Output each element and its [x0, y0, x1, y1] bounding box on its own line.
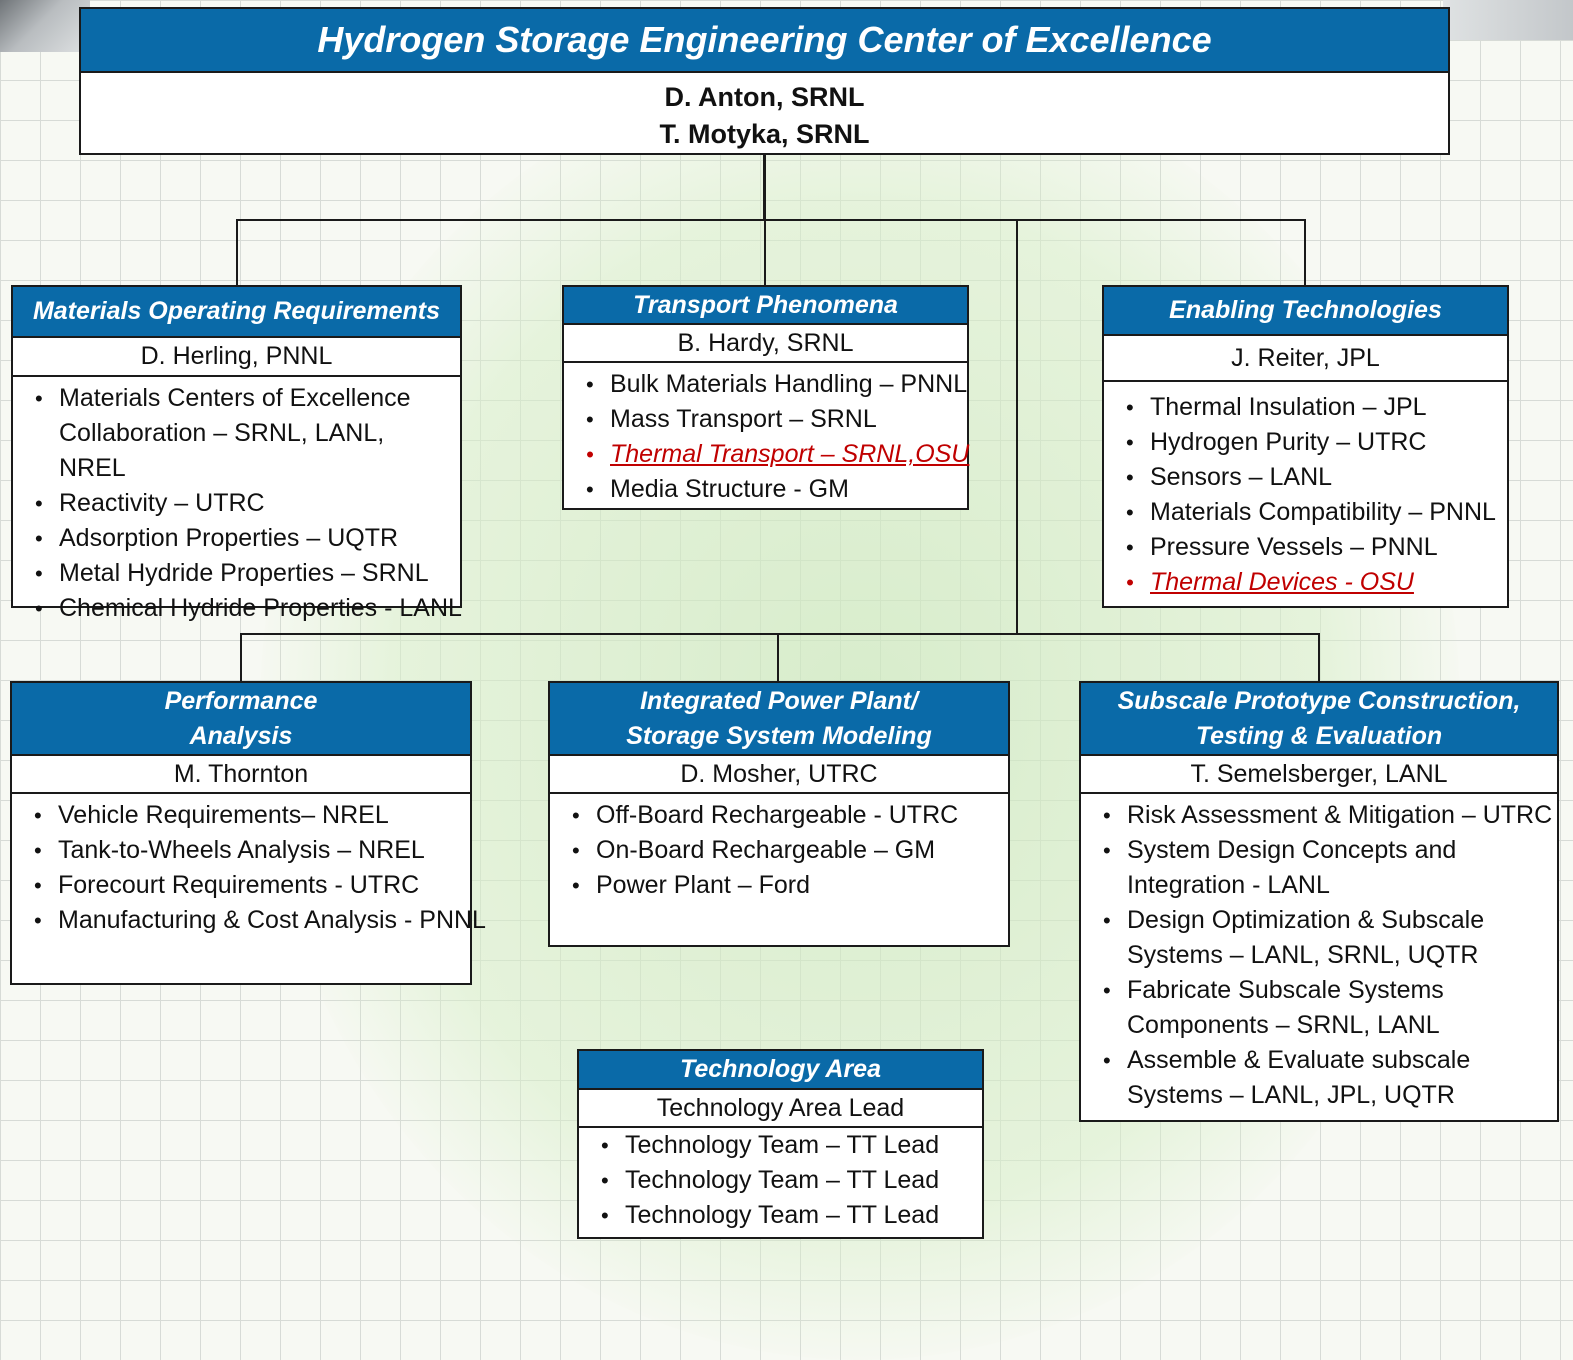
- list-item: Metal Hydride Properties – SRNL: [13, 556, 460, 591]
- list-item: Risk Assessment & Mitigation – UTRC: [1081, 798, 1557, 833]
- technology-box: Technology Area Technology Area Lead Tec…: [577, 1049, 984, 1239]
- connector-line: [763, 155, 766, 220]
- connector-line: [236, 219, 1306, 221]
- list-item: Hydrogen Purity – UTRC: [1104, 425, 1507, 460]
- list-item: Manufacturing & Cost Analysis - PNNL: [12, 903, 486, 938]
- connector-line: [240, 633, 242, 682]
- item-list: Technology Team – TT Lead Technology Tea…: [579, 1128, 982, 1233]
- box-lead: T. Semelsberger, LANL: [1081, 756, 1557, 794]
- title-line: Performance: [164, 686, 318, 715]
- list-item: Power Plant – Ford: [550, 868, 1008, 903]
- item-list: Thermal Insulation – JPL Hydrogen Purity…: [1104, 382, 1507, 600]
- list-item: Technology Team – TT Lead: [579, 1163, 982, 1198]
- connector-line: [240, 633, 1320, 635]
- list-item: Vehicle Requirements– NREL: [12, 798, 470, 833]
- item-list: Bulk Materials Handling – PNNL Mass Tran…: [564, 363, 969, 507]
- list-item: Technology Team – TT Lead: [579, 1198, 982, 1233]
- item-list: Vehicle Requirements– NREL Tank-to-Wheel…: [12, 794, 486, 938]
- corner-decoration: [0, 0, 90, 52]
- connector-line: [764, 219, 766, 285]
- list-item: Materials Compatibility – PNNL: [1104, 495, 1507, 530]
- list-item: Design Optimization & Subscale Systems –…: [1081, 903, 1487, 973]
- item-list: Risk Assessment & Mitigation – UTRC Syst…: [1081, 794, 1557, 1113]
- box-lead: J. Reiter, JPL: [1104, 336, 1507, 382]
- list-item: Reactivity – UTRC: [13, 486, 460, 521]
- list-item: Pressure Vessels – PNNL: [1104, 530, 1507, 565]
- list-item: On-Board Rechargeable – GM: [550, 833, 1008, 868]
- transport-box: Transport Phenomena B. Hardy, SRNL Bulk …: [562, 285, 969, 510]
- title-line: Subscale Prototype Construction,: [1117, 686, 1521, 715]
- box-title: Technology Area: [579, 1051, 982, 1090]
- corner-decoration: [1443, 0, 1573, 40]
- integrated-box: Integrated Power Plant/ Storage System M…: [548, 681, 1010, 947]
- list-item: Thermal Insulation – JPL: [1104, 390, 1507, 425]
- header-box: Hydrogen Storage Engineering Center of E…: [79, 7, 1450, 155]
- box-title: Integrated Power Plant/ Storage System M…: [550, 683, 1008, 756]
- title-line: Testing & Evaluation: [1195, 721, 1443, 750]
- box-lead: Technology Area Lead: [579, 1090, 982, 1128]
- list-item: System Design Concepts and Integration -…: [1081, 833, 1457, 903]
- box-title: Subscale Prototype Construction, Testing…: [1081, 683, 1557, 756]
- lead-name: T. Motyka, SRNL: [659, 119, 870, 149]
- list-item: Chemical Hydride Properties - LANL: [13, 591, 462, 626]
- materials-box: Materials Operating Requirements D. Herl…: [11, 285, 462, 626]
- title-line: Transport Phenomena: [633, 290, 898, 319]
- item-list: Materials Centers of Excellence Collabor…: [13, 377, 462, 626]
- performance-box: Performance Analysis M. Thornton Vehicle…: [10, 681, 486, 985]
- list-item: Sensors – LANL: [1104, 460, 1507, 495]
- connector-line: [1318, 633, 1320, 682]
- list-item: Bulk Materials Handling – PNNL: [564, 367, 967, 402]
- connector-line: [236, 219, 238, 285]
- connector-line: [1304, 219, 1306, 285]
- list-item: Off-Board Rechargeable - UTRC: [550, 798, 1008, 833]
- list-item[interactable]: Thermal Transport – SRNL,OSU: [564, 437, 969, 472]
- lead-name: D. Anton, SRNL: [664, 82, 865, 112]
- list-item: Tank-to-Wheels Analysis – NREL: [12, 833, 470, 868]
- list-item: Fabricate Subscale Systems Components – …: [1081, 973, 1457, 1043]
- box-lead: D. Mosher, UTRC: [550, 756, 1008, 794]
- list-item[interactable]: Thermal Devices - OSU: [1104, 565, 1507, 600]
- box-title: Materials Operating Requirements: [13, 287, 460, 338]
- item-list: Off-Board Rechargeable - UTRC On-Board R…: [550, 794, 1008, 903]
- list-item: Mass Transport – SRNL: [564, 402, 967, 437]
- list-item: Assemble & Evaluate subscale Systems – L…: [1081, 1043, 1559, 1113]
- list-item: Technology Team – TT Lead: [579, 1128, 982, 1163]
- box-lead: D. Herling, PNNL: [13, 338, 460, 377]
- list-item: Media Structure - GM: [564, 472, 967, 507]
- title-line: Technology Area: [680, 1055, 881, 1083]
- header-leads: D. Anton, SRNL T. Motyka, SRNL: [81, 73, 1448, 153]
- connector-line: [777, 633, 779, 682]
- title-line: Storage System Modeling: [626, 721, 932, 750]
- title-line: Enabling Technologies: [1169, 296, 1442, 324]
- page-title: Hydrogen Storage Engineering Center of E…: [81, 9, 1448, 73]
- box-title: Performance Analysis: [12, 683, 470, 756]
- box-lead: M. Thornton: [12, 756, 470, 794]
- box-title: Enabling Technologies: [1104, 287, 1507, 336]
- box-title: Transport Phenomena: [564, 287, 967, 325]
- list-item: Forecourt Requirements - UTRC: [12, 868, 470, 903]
- box-lead: B. Hardy, SRNL: [564, 325, 967, 363]
- list-item: Adsorption Properties – UQTR: [13, 521, 460, 556]
- enabling-box: Enabling Technologies J. Reiter, JPL The…: [1102, 285, 1509, 608]
- title-line: Integrated Power Plant/: [640, 686, 918, 715]
- connector-line: [1016, 219, 1018, 634]
- title-line: Analysis: [189, 721, 293, 750]
- title-line: Materials Operating Requirements: [32, 297, 441, 325]
- subscale-box: Subscale Prototype Construction, Testing…: [1079, 681, 1559, 1122]
- list-item: Materials Centers of Excellence Collabor…: [13, 381, 419, 486]
